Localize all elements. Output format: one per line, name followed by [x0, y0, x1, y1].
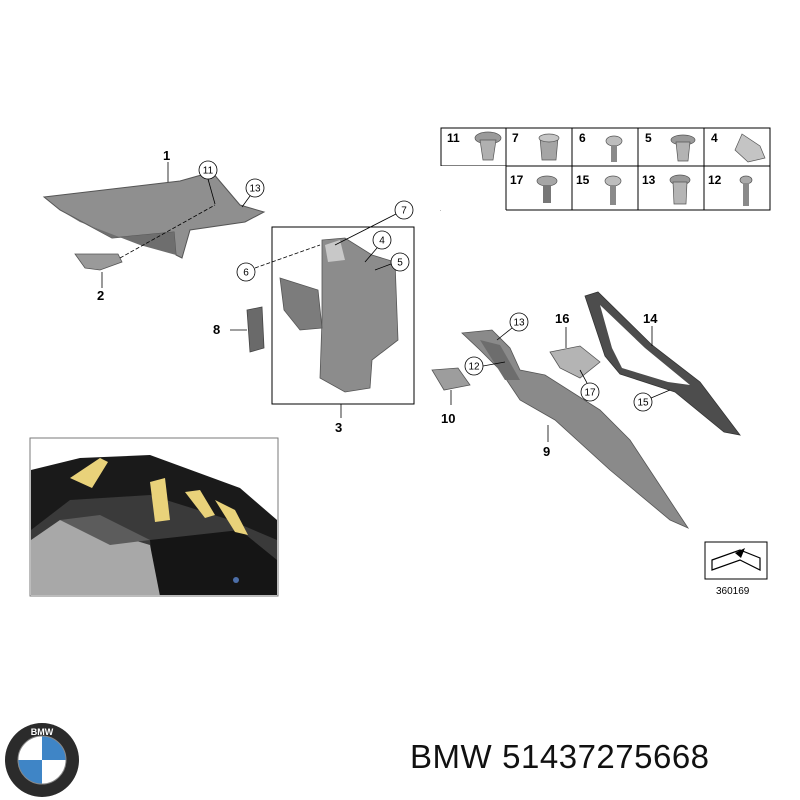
part-label-16: 16	[555, 311, 569, 326]
svg-text:6: 6	[243, 268, 249, 279]
screw-15-icon	[604, 175, 622, 205]
callout-6: 6	[236, 244, 321, 282]
svg-text:7: 7	[401, 206, 407, 217]
part-number: 51437275668	[502, 738, 710, 775]
callout-11: 11	[198, 160, 218, 205]
screw-6-icon	[605, 135, 623, 162]
brand-name: BMW	[410, 738, 493, 775]
callout-17: 17	[579, 369, 600, 402]
svg-text:13: 13	[249, 184, 261, 195]
part-label-9: 9	[543, 444, 550, 459]
grid-label-6: 6	[579, 131, 586, 145]
callout-13-top: 13	[241, 178, 265, 208]
grid-label-11: 11	[447, 131, 460, 145]
expansion-nut-7-icon	[538, 133, 560, 161]
grid-label-15: 15	[576, 173, 590, 187]
part-label-2: 2	[97, 288, 104, 303]
part-10-cover	[431, 367, 471, 405]
svg-text:4: 4	[379, 236, 385, 247]
bolt-12-icon	[739, 175, 753, 206]
vehicle-location-inset	[29, 437, 279, 597]
svg-text:13: 13	[513, 318, 525, 329]
part-8-clip-cover	[230, 306, 265, 353]
clip-11-icon	[474, 131, 502, 161]
part-1-upper-trim	[42, 162, 266, 288]
grid-label-17: 17	[510, 173, 524, 187]
part-label-8: 8	[213, 322, 220, 337]
part-9-lower-pillar-trim	[461, 329, 690, 529]
logo-lettering: BMW	[31, 727, 54, 737]
svg-text:5: 5	[397, 258, 403, 269]
svg-text:17: 17	[584, 388, 596, 399]
grid-label-4: 4	[711, 131, 718, 145]
part-label-3: 3	[335, 420, 342, 435]
spring-clip-4-icon	[734, 133, 766, 163]
callout-12: 12	[464, 356, 506, 376]
grid-label-12: 12	[708, 173, 722, 187]
nut-13-icon	[669, 174, 691, 205]
svg-text:15: 15	[637, 398, 649, 409]
grid-label-13: 13	[642, 173, 656, 187]
rivet-17-icon	[536, 175, 558, 203]
grid-label-7: 7	[512, 131, 519, 145]
callout-4: 4	[364, 230, 392, 263]
clip-5-icon	[670, 134, 696, 162]
part-label-10: 10	[441, 411, 455, 426]
reference-direction-box	[704, 541, 768, 580]
part-label-1: 1	[163, 148, 170, 163]
part-14-window-frame	[584, 291, 741, 436]
reference-code: 360169	[716, 586, 750, 597]
part-16-bracket	[549, 327, 601, 379]
part-3-pillar-assembly	[271, 226, 415, 418]
svg-text:11: 11	[203, 166, 214, 177]
svg-text:12: 12	[468, 362, 480, 373]
part-label-14: 14	[643, 311, 658, 326]
callout-7: 7	[334, 200, 414, 246]
bmw-logo: BMW	[5, 723, 79, 797]
callout-13-right: 13	[496, 312, 529, 341]
fastener-grid: 11 7 6 5 4 17 15 13 12	[440, 127, 771, 211]
grid-label-5: 5	[645, 131, 652, 145]
callout-15: 15	[633, 389, 671, 412]
callout-5: 5	[374, 252, 410, 272]
